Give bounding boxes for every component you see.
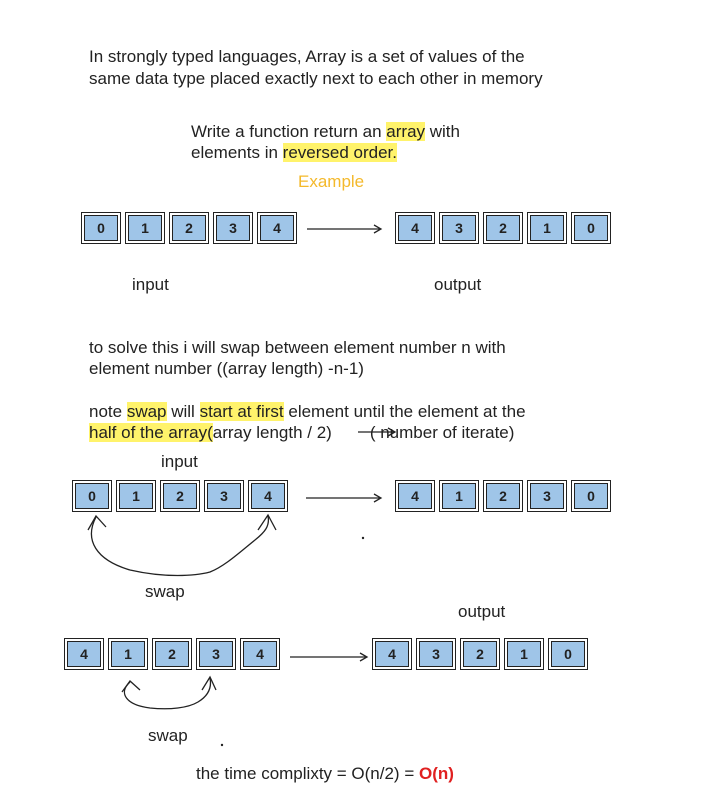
example-input-label: input [132,275,169,294]
array-cell: 1 [108,638,148,670]
highlight-swap: swap [126,402,167,421]
task-text: elements in [191,143,283,162]
right-arrow-icon [306,493,383,503]
task-text: with [425,122,460,141]
half-line: half of the array(array length / 2) ( num… [89,422,514,443]
step1-label: input [161,452,198,471]
note-line: note swap will start at first element un… [89,401,526,422]
highlight-half: half of the array( [89,423,213,442]
array-cell: 1 [116,480,156,512]
task-line-2: elements in reversed order. [191,142,398,163]
array-cell: 2 [169,212,209,244]
array-cell: 0 [548,638,588,670]
array-cell: 1 [439,480,479,512]
array-cell: 4 [395,212,435,244]
array-cell: 3 [416,638,456,670]
array-cell: 3 [439,212,479,244]
right-arrow-icon [290,652,369,662]
highlight-reversed: reversed order. [282,143,398,162]
note-text: note [89,402,127,421]
half-text: array length / 2) [212,423,332,442]
array-cell: 2 [483,480,523,512]
array-cell: 1 [527,212,567,244]
array-cell: 1 [125,212,165,244]
intro-line-1: In strongly typed languages, Array is a … [89,47,525,66]
array-cell: 2 [460,638,500,670]
step2-input-array: 4 1 2 3 4 [64,638,284,670]
array-cell: 3 [527,480,567,512]
array-cell: 0 [571,212,611,244]
array-cell: 4 [257,212,297,244]
array-cell: 0 [72,480,112,512]
intro-line-2: same data type placed exactly next to ea… [89,69,543,88]
swap-arrow-icon [87,513,277,577]
example-heading: Example [298,172,365,191]
step2-output-array: 4 3 2 1 0 [372,638,592,670]
half-text: ( number of iterate) [369,423,515,442]
array-cell: 4 [395,480,435,512]
task-line-1: Write a function return an array with [191,121,460,142]
array-cell: 3 [196,638,236,670]
array-cell: 4 [64,638,104,670]
complexity-text: the time complixty = O(n/2) = [196,764,419,783]
example-output-label: output [434,275,482,294]
stray-dot [361,536,365,540]
array-cell: 3 [213,212,253,244]
array-cell: 2 [160,480,200,512]
step2-label: output [458,602,506,621]
right-arrow-icon [307,224,383,234]
right-arrow-icon [358,427,397,437]
task-text: Write a function return an [191,122,387,141]
note-text: element until the element at the [283,402,526,421]
array-cell: 0 [571,480,611,512]
highlight-array: array [386,122,426,141]
array-cell: 2 [152,638,192,670]
example-output-array: 4 3 2 1 0 [395,212,615,244]
example-input-array: 0 1 2 3 4 [81,212,301,244]
step1-swap-label: swap [145,582,185,601]
stray-dot [220,743,224,747]
array-cell: 2 [483,212,523,244]
array-cell: 1 [504,638,544,670]
array-cell: 0 [81,212,121,244]
complexity-line: the time complixty = O(n/2) = O(n) [196,763,454,784]
note-text: will [166,402,200,421]
array-cell: 4 [248,480,288,512]
swap-arrow-icon [121,675,217,710]
solve-line-1: to solve this i will swap between elemen… [89,338,506,357]
highlight-start: start at first [199,402,284,421]
solve-line-2: element number ((array length) -n-1) [89,359,364,378]
array-cell: 4 [240,638,280,670]
array-cell: 3 [204,480,244,512]
step1-output-array: 4 1 2 3 0 [395,480,615,512]
array-cell: 4 [372,638,412,670]
complexity-result: O(n) [418,764,454,783]
step2-swap-label: swap [148,726,188,745]
step1-input-array: 0 1 2 3 4 [72,480,292,512]
